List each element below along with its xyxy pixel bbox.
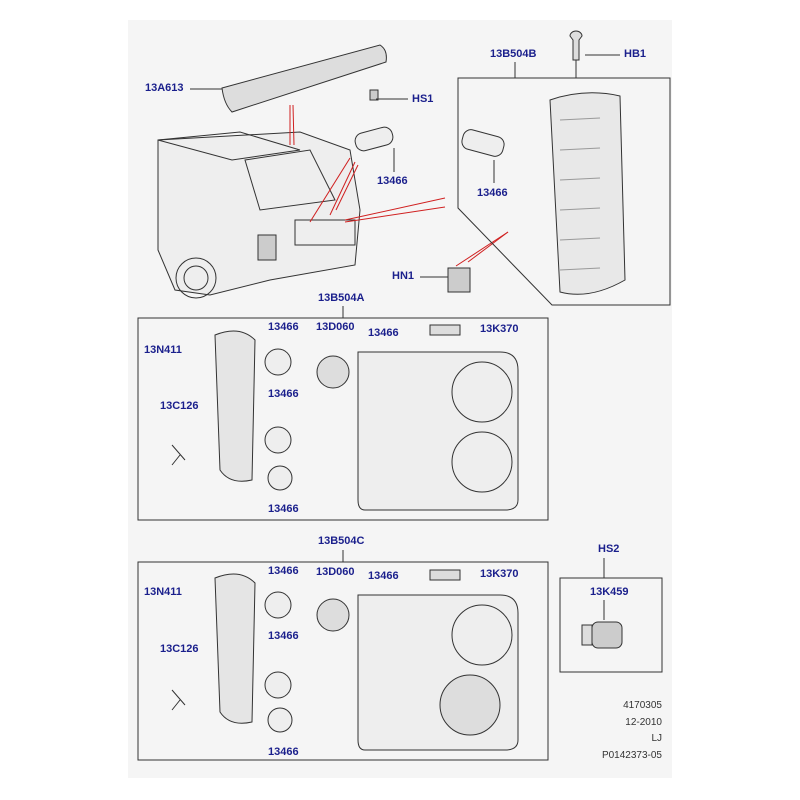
label-13b504b[interactable]: 13B504B <box>490 48 537 60</box>
group-13b504a <box>137 317 549 521</box>
vehicle-rear-view <box>157 131 361 299</box>
label-13466[interactable]: 13466 <box>268 321 299 333</box>
label-hb1[interactable]: HB1 <box>624 48 647 60</box>
label-13d060[interactable]: 13D060 <box>316 321 355 333</box>
label-13466[interactable]: 13466 <box>477 187 508 199</box>
label-hn1[interactable]: HN1 <box>392 270 415 282</box>
label-13466[interactable]: 13466 <box>268 746 299 758</box>
label-13466[interactable]: 13466 <box>268 388 299 400</box>
label-13k370[interactable]: 13K370 <box>480 323 519 335</box>
bulb-13b504b <box>461 129 505 157</box>
label-13466[interactable]: 13466 <box>368 570 399 582</box>
label-13d060[interactable]: 13D060 <box>316 566 355 578</box>
screw-hs1 <box>369 89 379 101</box>
nut-hn1 <box>447 267 471 293</box>
label-13c126[interactable]: 13C126 <box>160 400 199 412</box>
label-hs2[interactable]: HS2 <box>598 543 620 555</box>
label-13466[interactable]: 13466 <box>377 175 408 187</box>
group-hs2 <box>559 577 663 673</box>
label-13k370[interactable]: 13K370 <box>480 568 519 580</box>
label-13466[interactable]: 13466 <box>268 565 299 577</box>
high-mount-stop-lamp <box>221 44 387 113</box>
label-13466[interactable]: 13466 <box>368 327 399 339</box>
assembly-c <box>171 569 519 751</box>
label-13466[interactable]: 13466 <box>268 630 299 642</box>
screw-hb1 <box>569 30 583 61</box>
footer-code: 4170305 <box>623 700 662 711</box>
footer-date: 12-2010 <box>625 717 662 728</box>
label-13466[interactable]: 13466 <box>268 503 299 515</box>
label-13b504c[interactable]: 13B504C <box>318 535 365 547</box>
socket-13k459 <box>581 621 623 649</box>
footer-initials: LJ <box>651 733 662 744</box>
label-13k459[interactable]: 13K459 <box>590 586 629 598</box>
label-13n411[interactable]: 13N411 <box>144 586 182 598</box>
footer-ref: P0142373-05 <box>601 750 662 761</box>
label-hs1[interactable]: HS1 <box>412 93 434 105</box>
label-13b504a[interactable]: 13B504A <box>318 292 365 304</box>
bulb-top <box>354 126 394 152</box>
label-13n411[interactable]: 13N411 <box>144 344 182 356</box>
group-13b504b <box>457 77 671 306</box>
group-13b504c <box>137 561 549 761</box>
side-lamp-13b504b <box>549 92 626 295</box>
label-13c126[interactable]: 13C126 <box>160 643 199 655</box>
assembly-a <box>171 324 519 511</box>
label-13a613[interactable]: 13A613 <box>145 82 184 94</box>
